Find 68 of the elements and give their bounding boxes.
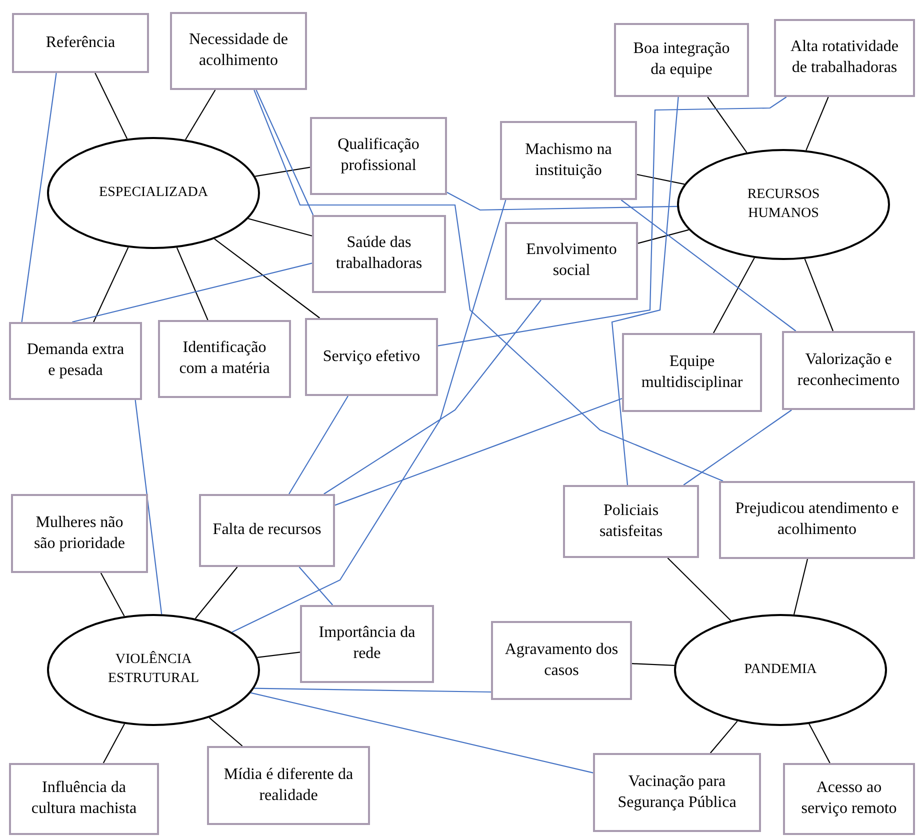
connector-line xyxy=(298,566,334,606)
concept-box xyxy=(563,485,699,558)
concept-box xyxy=(305,318,438,396)
concept-box xyxy=(170,12,307,90)
connector-line xyxy=(134,400,162,614)
connector-line xyxy=(638,229,689,244)
concept-box xyxy=(199,494,335,567)
connector-line xyxy=(446,192,678,211)
connector-line xyxy=(232,200,506,633)
concept-box xyxy=(11,494,148,573)
concept-box xyxy=(774,19,915,97)
concept-box xyxy=(719,481,915,559)
connector-line xyxy=(94,72,128,139)
connector-line xyxy=(324,300,542,494)
concept-box xyxy=(300,605,434,683)
connector-line xyxy=(250,692,594,774)
theme-ellipse xyxy=(47,614,260,726)
connector-line xyxy=(93,247,129,322)
concept-box xyxy=(9,763,159,835)
concept-box xyxy=(783,763,915,835)
connector-line xyxy=(254,688,491,693)
concept-box xyxy=(782,331,915,410)
theme-ellipse xyxy=(47,137,260,249)
connector-line xyxy=(808,724,830,764)
connector-line xyxy=(72,262,312,323)
connector-line xyxy=(248,218,312,236)
concept-box xyxy=(491,621,632,700)
connector-line xyxy=(256,90,314,216)
connector-line xyxy=(194,566,238,619)
connector-line xyxy=(21,72,57,322)
connector-line xyxy=(707,96,748,153)
concept-box xyxy=(9,322,142,400)
connector-line xyxy=(254,90,724,482)
connector-line xyxy=(185,90,216,140)
connector-line xyxy=(176,247,208,320)
connector-line xyxy=(667,558,732,621)
connector-line xyxy=(713,258,755,334)
concept-box xyxy=(593,753,761,832)
connector-line xyxy=(255,166,310,177)
connector-line xyxy=(620,200,796,332)
concept-box xyxy=(158,320,291,398)
connector-line xyxy=(100,572,125,616)
connector-line xyxy=(710,720,738,754)
connector-line xyxy=(257,652,300,658)
connector-line xyxy=(806,96,829,151)
theme-ellipse xyxy=(677,149,890,260)
connector-line xyxy=(214,238,320,318)
concept-box xyxy=(207,746,370,825)
connector-line xyxy=(334,398,622,506)
connector-line xyxy=(804,258,834,332)
concept-box xyxy=(614,23,749,97)
concept-box xyxy=(310,117,447,195)
connector-line xyxy=(438,96,787,346)
concept-box xyxy=(500,121,637,200)
concept-label: Serviço efetivo xyxy=(322,346,422,368)
theme-ellipse xyxy=(674,614,887,726)
concept-box xyxy=(505,222,638,300)
connector-line xyxy=(793,558,808,615)
connector-line xyxy=(102,724,125,764)
connector-line xyxy=(208,717,243,746)
concept-box xyxy=(312,215,446,293)
connector-line xyxy=(636,174,685,185)
connector-line xyxy=(683,410,792,486)
concept-box xyxy=(622,333,762,412)
connector-line xyxy=(632,663,674,666)
connector-line xyxy=(288,396,348,494)
concept-box xyxy=(12,13,149,73)
connector-line xyxy=(611,96,679,486)
